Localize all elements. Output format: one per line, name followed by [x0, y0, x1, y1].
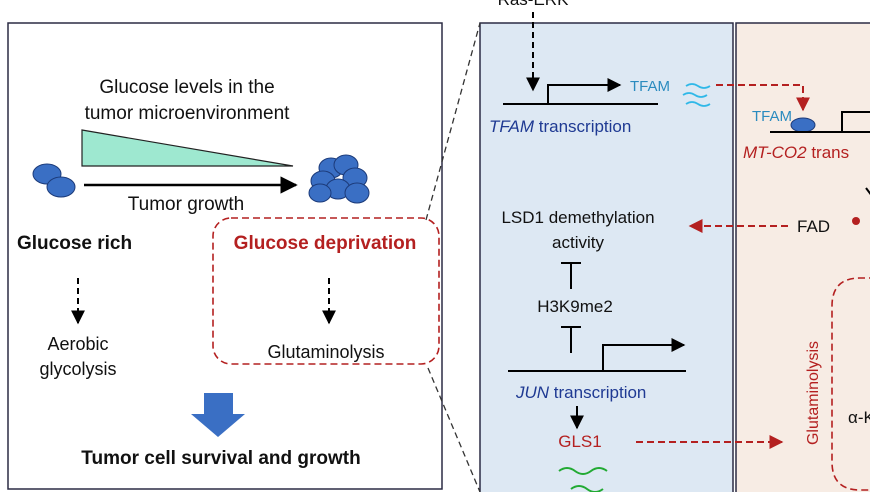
middle-panel	[479, 22, 734, 492]
mtco2-transcription-label: MT-CO2 trans	[743, 143, 849, 162]
glucose-deprivation-label: Glucose deprivation	[234, 233, 417, 254]
jun-transcription-label: JUN transcription	[515, 383, 646, 402]
alpha-kg-label: α-K	[848, 408, 870, 427]
tfam-bound-protein	[790, 117, 816, 133]
tfam-label: TFAM	[630, 78, 670, 95]
tfam-bound-label: TFAM	[752, 108, 792, 125]
tfam-promoter-arrow	[547, 78, 622, 104]
aerobic-line2: glycolysis	[39, 359, 116, 379]
gls1-label: GLS1	[558, 432, 601, 451]
glucose-deprivation-box	[212, 217, 440, 365]
zoom-line-top	[425, 22, 481, 221]
survival-label: Tumor cell survival and growth	[81, 448, 360, 469]
down-block-arrow	[191, 393, 245, 437]
glutaminolysis-left-label: Glutaminolysis	[267, 342, 384, 362]
mtco2-promoter	[841, 111, 870, 132]
tfam-to-mtco2-red-dashed-arrow	[716, 84, 810, 112]
fad-label: FAD	[797, 217, 830, 236]
aerobic-line1: Aerobic	[47, 334, 108, 354]
fad-dot	[852, 217, 860, 225]
cell-cluster	[308, 154, 370, 204]
single-cells	[32, 163, 76, 198]
ras-erk-label: Ras-ERK	[498, 0, 570, 9]
tfam-transcription-label: TFAM transcription	[489, 117, 631, 136]
glucose-gradient-triangle	[81, 129, 294, 167]
h3k9me2-label: H3K9me2	[537, 297, 613, 316]
gls1-mrna-wave	[558, 467, 608, 492]
glucose-levels-line1: Glucose levels in the	[99, 77, 274, 98]
glutaminolysis-vertical-label: Glutaminolysis	[805, 341, 822, 445]
glutaminolysis-region	[831, 277, 870, 491]
mtco2-down-arrow-fragment	[865, 187, 870, 195]
lsd1-inhibition-symbol	[561, 262, 581, 289]
tumor-growth-label: Tumor growth	[128, 194, 245, 215]
glucose-rich-label: Glucose rich	[17, 233, 132, 254]
h3k9me2-inhibition-symbol	[561, 326, 581, 353]
lsd1-line2: activity	[552, 233, 604, 252]
tfam-mrna-wave	[682, 83, 711, 107]
lsd1-line1: LSD1 demethylation	[501, 208, 654, 227]
zoom-line-bottom	[427, 367, 481, 492]
jun-promoter-arrow	[602, 338, 686, 371]
glucose-levels-line2: tumor microenvironment	[85, 103, 291, 124]
